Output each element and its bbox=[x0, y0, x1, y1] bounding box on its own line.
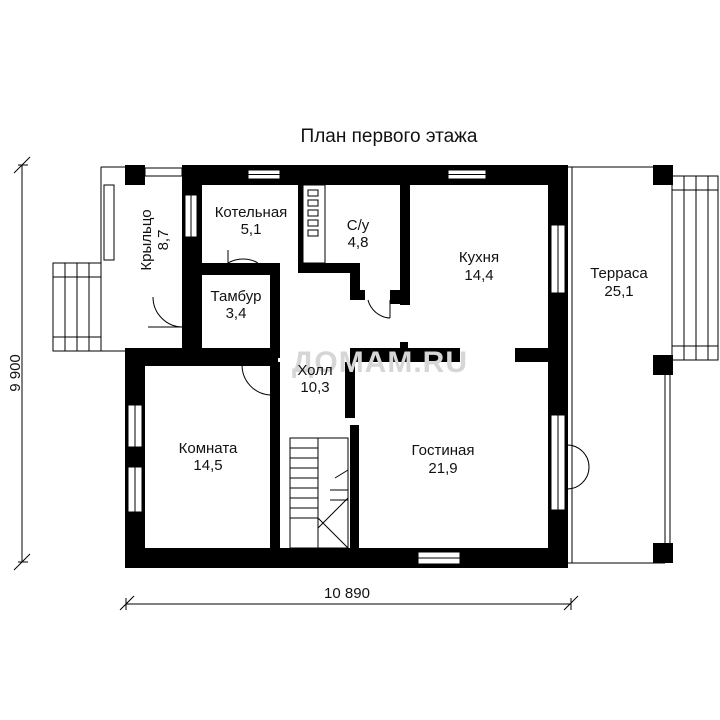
room-label-vestibule: Тамбур 3,4 bbox=[211, 288, 262, 322]
room-area: 14,4 bbox=[464, 267, 493, 284]
room-name: Терраса bbox=[590, 265, 648, 282]
room-area: 10,3 bbox=[300, 379, 329, 396]
room-area: 4,8 bbox=[348, 234, 369, 251]
room-name: Комната bbox=[179, 440, 238, 457]
room-name: Тамбур bbox=[211, 288, 262, 305]
dimension-height bbox=[13, 156, 31, 571]
room-label-boiler: Котельная 5,1 bbox=[215, 204, 288, 238]
room-name: Котельная bbox=[215, 204, 288, 221]
porch-steps bbox=[52, 262, 102, 352]
room-area: 3,4 bbox=[226, 305, 247, 322]
plan-title: План первого этажа bbox=[301, 126, 478, 147]
doors bbox=[148, 250, 590, 490]
room-area: 8,7 bbox=[155, 230, 172, 251]
room-label-wc: С/у 4,8 bbox=[347, 217, 370, 251]
staircase bbox=[289, 437, 349, 549]
room-area: 21,9 bbox=[428, 460, 457, 477]
room-name: Крыльцо bbox=[138, 209, 155, 270]
room-label-terrace: Терраса 25,1 bbox=[590, 265, 648, 300]
terrace-steps bbox=[671, 175, 719, 361]
room-label-kitchen: Кухня 14,4 bbox=[459, 249, 499, 284]
room-area: 25,1 bbox=[604, 283, 633, 300]
windows bbox=[103, 167, 566, 565]
dimension-height-label: 9 900 bbox=[7, 354, 24, 392]
room-area: 5,1 bbox=[241, 221, 262, 238]
room-name: С/у bbox=[347, 217, 370, 234]
room-name: Кухня bbox=[459, 249, 499, 266]
room-name: Холл bbox=[297, 362, 332, 379]
room-area: 14,5 bbox=[193, 457, 222, 474]
room-label-hall: Холл 10,3 bbox=[297, 362, 332, 396]
watermark: ДОМАМ.RU bbox=[292, 346, 468, 379]
room-label-porch: Крыльцо 8,7 bbox=[138, 209, 172, 270]
boiler-equipment bbox=[302, 184, 326, 264]
room-label-living: Гостиная 21,9 bbox=[412, 442, 475, 477]
room-name: Гостиная bbox=[412, 442, 475, 459]
room-label-room: Комната 14,5 bbox=[179, 440, 238, 474]
dimension-width bbox=[119, 595, 579, 611]
dimension-width-label: 10 890 bbox=[324, 585, 370, 602]
